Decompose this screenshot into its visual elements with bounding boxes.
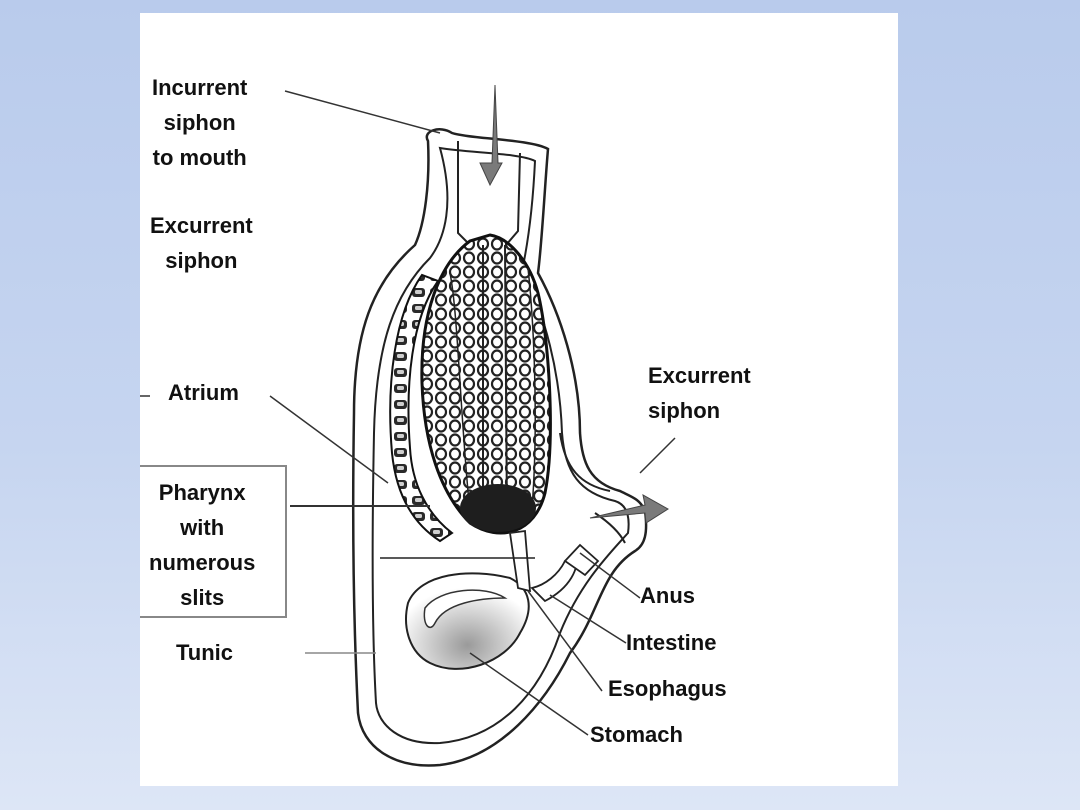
atrium-band <box>389 273 454 543</box>
slide-panel: Incurrent siphon to mouth Excurrent siph… <box>140 13 898 786</box>
anus <box>563 543 600 577</box>
label-esophagus: Esophagus <box>608 676 727 701</box>
incurrent-arrow <box>479 84 503 187</box>
label-excurrent-siphon-right: Excurrent siphon <box>648 363 751 423</box>
label-pharynx: Pharynx with numerous slits <box>149 480 256 610</box>
label-atrium: Atrium <box>168 380 239 405</box>
label-intestine: Intestine <box>626 630 717 655</box>
label-excurrent-siphon-top: Excurrent siphon <box>150 213 253 273</box>
excurrent-arrow <box>589 494 669 524</box>
tunicate-anatomy-diagram <box>140 84 676 767</box>
pharynx-label-box <box>140 465 287 618</box>
label-incurrent-siphon: Incurrent siphon to mouth <box>152 75 248 170</box>
label-anus: Anus <box>640 583 695 608</box>
label-tunic: Tunic <box>176 640 234 665</box>
label-stomach: Stomach <box>590 722 683 747</box>
esophagus <box>508 529 532 593</box>
